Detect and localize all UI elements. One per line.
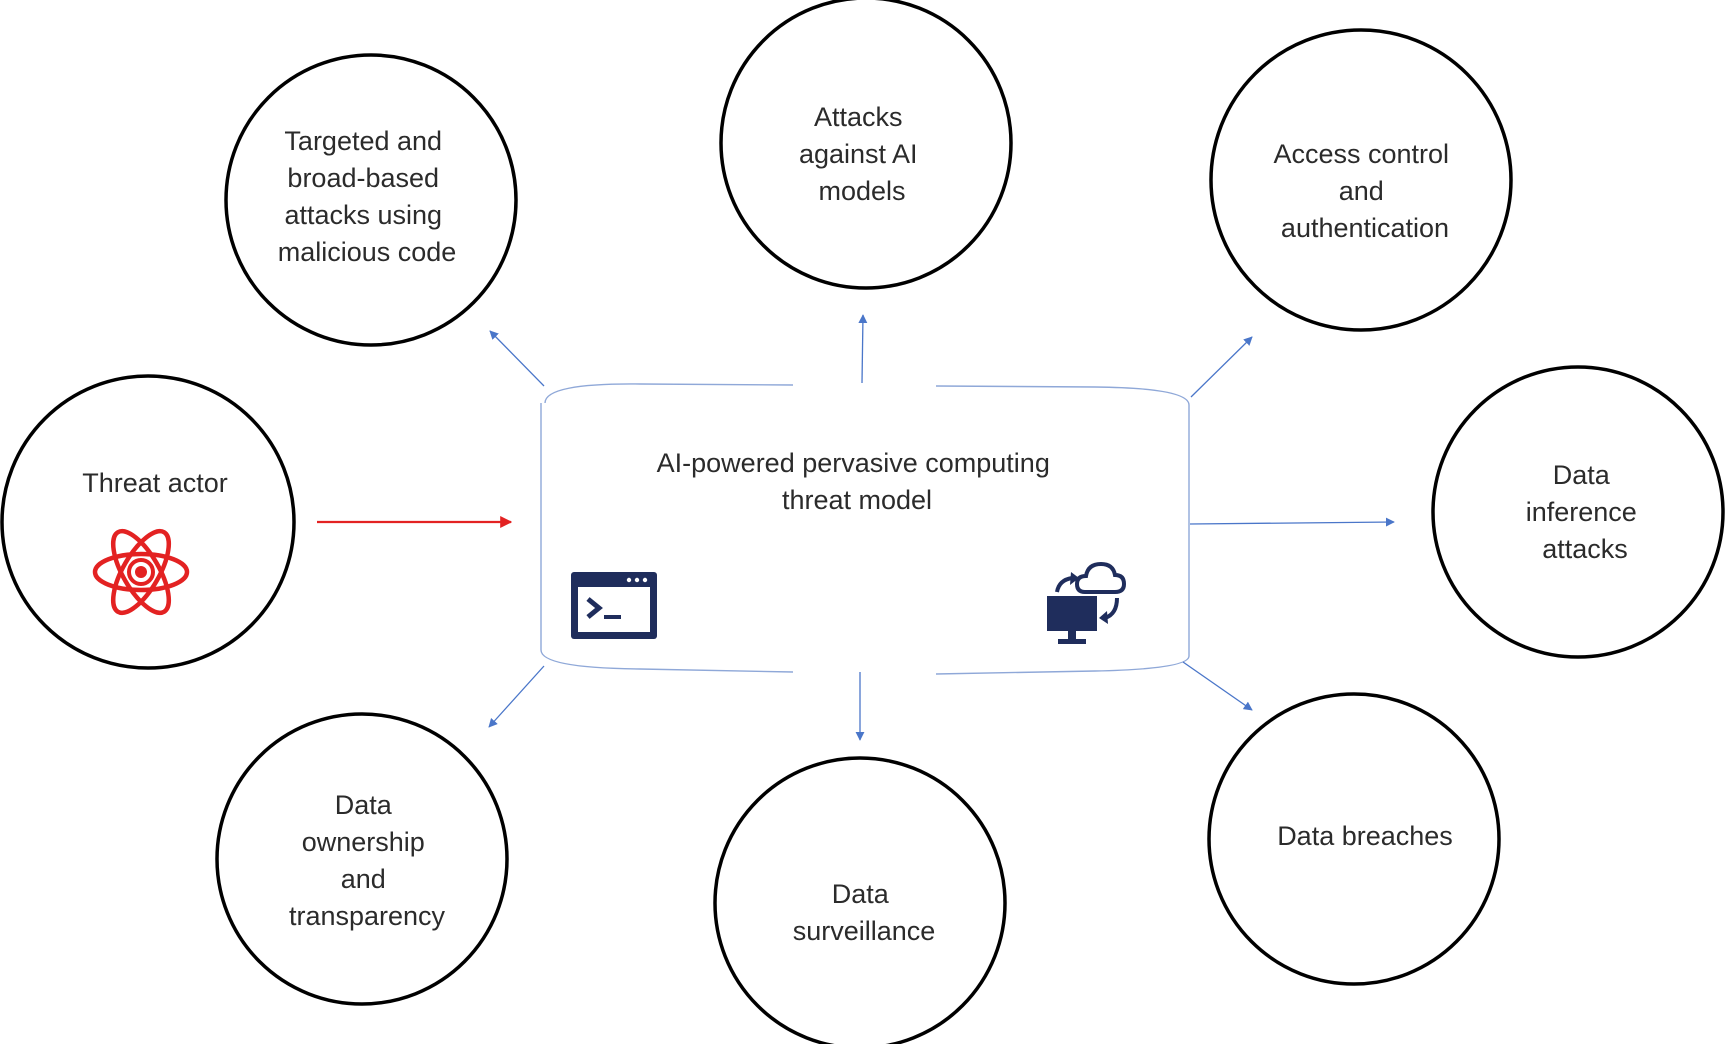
arrow-to-data-inference — [1189, 517, 1395, 527]
arrow-to-data-breaches — [1182, 661, 1253, 711]
threat-node-data-inference: Data inference attacks — [1431, 365, 1725, 659]
atom-icon — [92, 528, 190, 616]
arrow-to-access-control — [1190, 336, 1253, 398]
threat-node-ai-model-attacks: Attacks against AI models — [719, 0, 1013, 290]
threat-label-access-control: Access control and authentication — [1273, 139, 1456, 243]
center-title-line-1: AI-powered pervasive computing — [657, 448, 1050, 478]
threat-node-access-control: Access control and authentication — [1209, 28, 1513, 332]
threat-actor-label: Threat actor — [82, 468, 228, 498]
threat-label-ai-model-attacks: Attacks against AI models — [799, 102, 925, 206]
central-model-box — [540, 383, 1190, 675]
threat-node-data-ownership: Data ownership and transparency — [215, 712, 509, 1006]
arrow-to-malicious-code — [489, 330, 545, 387]
threat-label-data-surveillance: Data surveillance — [793, 879, 936, 946]
threat-label-data-ownership: Data ownership and transparency — [289, 790, 446, 931]
threat-actor-node: Threat actor — [0, 374, 296, 670]
center-title: AI-powered pervasive computing threat mo… — [657, 448, 1058, 515]
threat-label-data-inference: Data inference attacks — [1526, 460, 1645, 564]
terminal-window-icon — [571, 572, 657, 639]
arrow-to-data-ownership — [488, 665, 545, 728]
threat-node-data-surveillance: Data surveillance — [713, 756, 1007, 1044]
arrow-to-ai-model-attacks — [858, 314, 868, 384]
threat-node-data-breaches: Data breaches — [1207, 692, 1501, 986]
threat-node-malicious-code: Targeted and broad-based attacks using m… — [224, 53, 518, 347]
threat-label-data-breaches: Data breaches — [1277, 821, 1453, 851]
cloud-sync-computer-icon — [1047, 561, 1127, 644]
center-title-line-2: threat model — [782, 485, 932, 515]
threat-label-malicious-code: Targeted and broad-based attacks using m… — [278, 126, 457, 267]
